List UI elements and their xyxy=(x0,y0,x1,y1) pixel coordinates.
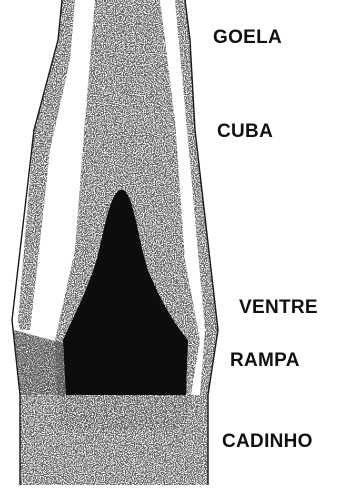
label-cadinho: CADINHO xyxy=(222,431,313,453)
label-ventre: VENTRE xyxy=(239,297,318,319)
label-cuba: CUBA xyxy=(217,121,273,143)
label-goela: GOELA xyxy=(213,27,282,49)
label-rampa: RAMPA xyxy=(230,350,300,372)
